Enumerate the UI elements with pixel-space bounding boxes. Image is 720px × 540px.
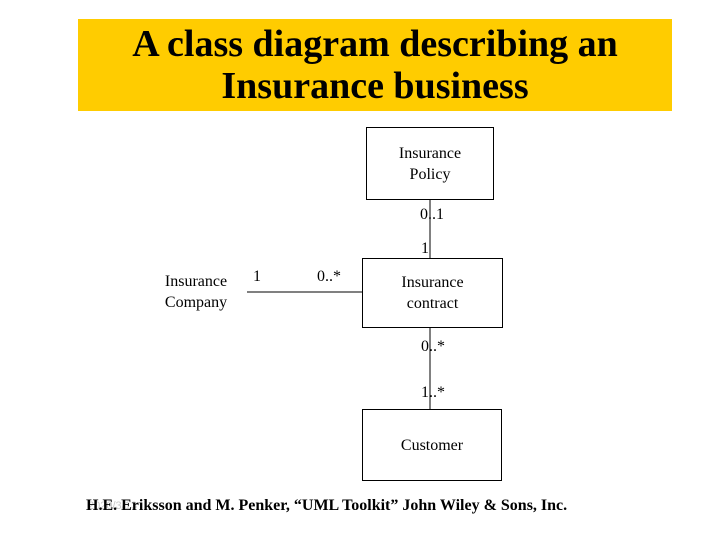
multiplicity-contract-company-end: 0..* [317,268,341,285]
class-insurance-contract-line2: contract [406,295,459,312]
class-customer-name: Customer [400,436,464,454]
title-line-1: A class diagram describing an [132,23,618,65]
multiplicity-customer-end: 1..* [421,384,445,401]
multiplicity-policy-end: 0..1 [420,206,444,223]
class-insurance-company: Insurance Company [146,262,246,322]
multiplicity-contract-policy-end: 1 [421,240,429,257]
class-insurance-contract: Insurance contract [362,258,503,328]
class-customer: Customer [362,409,502,481]
date-watermark: 2020/3/13 [88,500,137,512]
class-insurance-company-line1: Insurance [164,273,228,290]
class-insurance-company-line2: Company [164,294,228,311]
multiplicity-contract-customer-end: 0..* [421,338,445,355]
class-insurance-policy-line2: Policy [409,165,451,183]
title-line-2: Insurance business [221,65,529,107]
class-insurance-policy: Insurance Policy [366,127,494,200]
class-insurance-policy-line1: Insurance [398,144,462,162]
title-banner: A class diagram describing an Insurance … [78,19,672,111]
citation-footer: H.E. Eriksson and M. Penker, “UML Toolki… [86,497,568,514]
class-insurance-contract-line1: Insurance [401,274,464,291]
multiplicity-company-end: 1 [253,268,261,285]
